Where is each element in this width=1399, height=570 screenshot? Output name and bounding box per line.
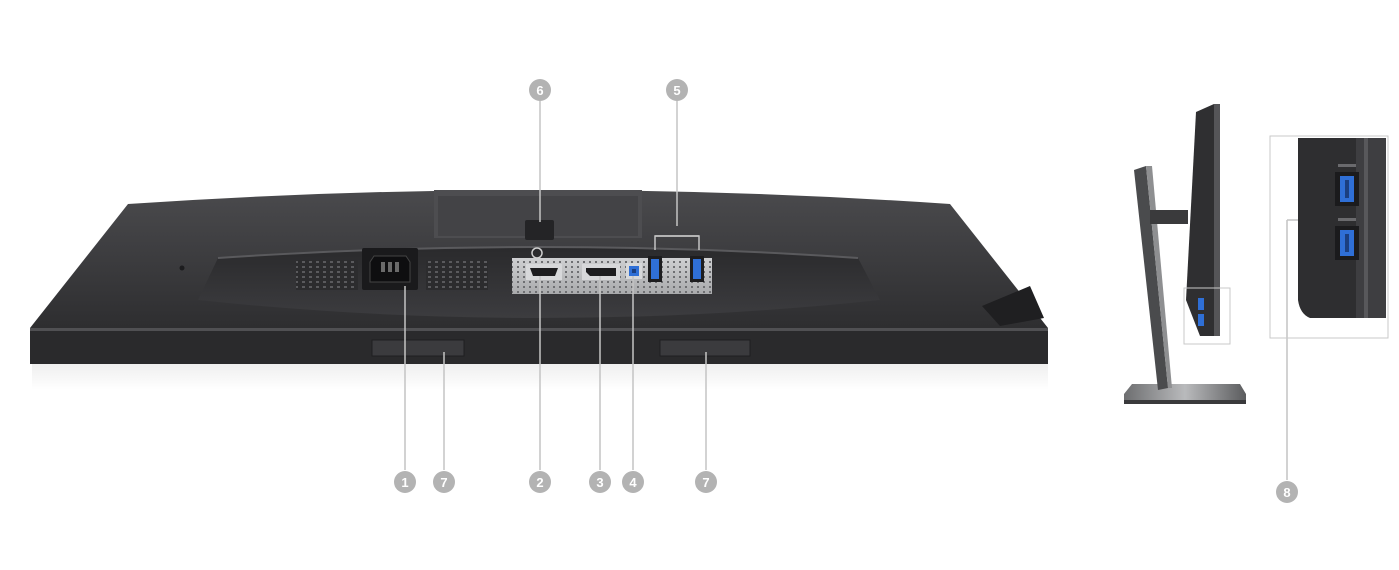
- callout-2: 2: [529, 471, 551, 493]
- callout-2-label: 2: [536, 475, 543, 490]
- side-usb-port-1: [1335, 164, 1359, 206]
- callout-7-left: 7: [433, 471, 455, 493]
- callout-7-right: 7: [695, 471, 717, 493]
- displayport-port: [582, 264, 620, 280]
- vent-grille-left: [296, 260, 358, 290]
- usb-downstream-port-1: [648, 256, 662, 282]
- callout-7-right-label: 7: [702, 475, 709, 490]
- monitor-side-view: [1124, 104, 1246, 404]
- monitor-back-view: [30, 190, 1048, 390]
- stand-arm: [1150, 210, 1188, 224]
- callout-4-label: 4: [629, 475, 637, 490]
- kensington-lock-slot: [179, 265, 185, 271]
- callout-lines: [404, 101, 1330, 480]
- callout-4: 4: [622, 471, 644, 493]
- usb-upstream-port: [626, 263, 642, 279]
- callout-1: 1: [394, 471, 416, 493]
- callout-3-label: 3: [596, 475, 603, 490]
- hdmi-port: [526, 247, 562, 280]
- callout-5: 5: [666, 79, 688, 101]
- stand-column: [1134, 166, 1168, 390]
- edge-panel-right: [659, 339, 751, 357]
- callout-6-label: 6: [536, 83, 543, 98]
- callout-7-left-label: 7: [440, 475, 447, 490]
- usb-downstream-port-2: [690, 256, 704, 282]
- stand-release-button: [525, 220, 554, 240]
- side-panel: [1186, 104, 1220, 336]
- callout-5-label: 5: [673, 83, 680, 98]
- stand-base: [1124, 384, 1246, 402]
- side-port-highlight-box: [1183, 287, 1231, 345]
- monitor-front-edge: [30, 328, 1048, 364]
- callout-6: 6: [529, 79, 551, 101]
- edge-panel-left: [371, 339, 465, 357]
- io-port-plate: [512, 247, 712, 294]
- power-inlet: [362, 248, 418, 290]
- vent-grille-right: [426, 260, 488, 290]
- side-usb-port-2: [1335, 218, 1359, 260]
- callout-3: 3: [589, 471, 611, 493]
- callout-8-label: 8: [1283, 485, 1290, 500]
- corner-block: [982, 286, 1044, 326]
- side-ports-zoom-inset: [1269, 135, 1389, 339]
- callout-8: 8: [1276, 481, 1298, 503]
- callout-1-label: 1: [401, 475, 408, 490]
